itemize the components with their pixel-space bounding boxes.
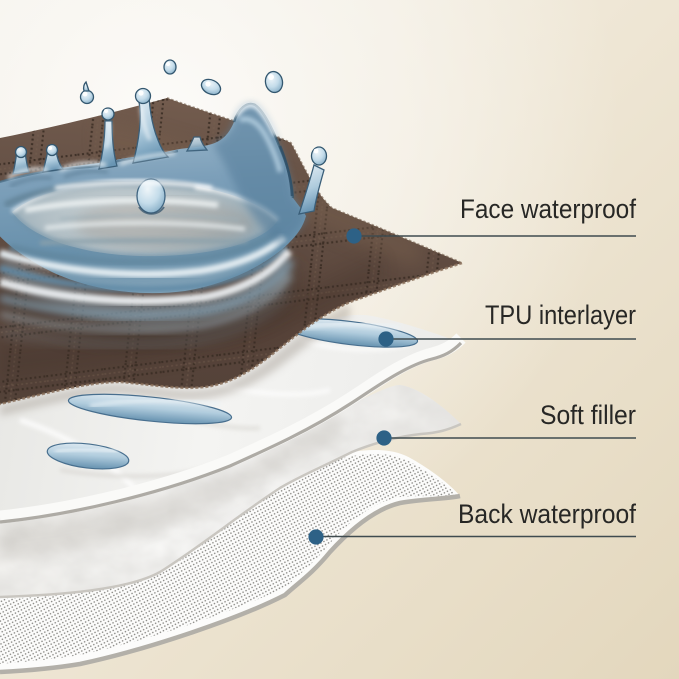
svg-text:Face waterproof: Face waterproof xyxy=(460,194,636,224)
svg-text:Soft filler: Soft filler xyxy=(540,400,636,430)
svg-text:TPU interlayer: TPU interlayer xyxy=(485,300,636,330)
svg-text:Back waterproof: Back waterproof xyxy=(458,499,636,529)
